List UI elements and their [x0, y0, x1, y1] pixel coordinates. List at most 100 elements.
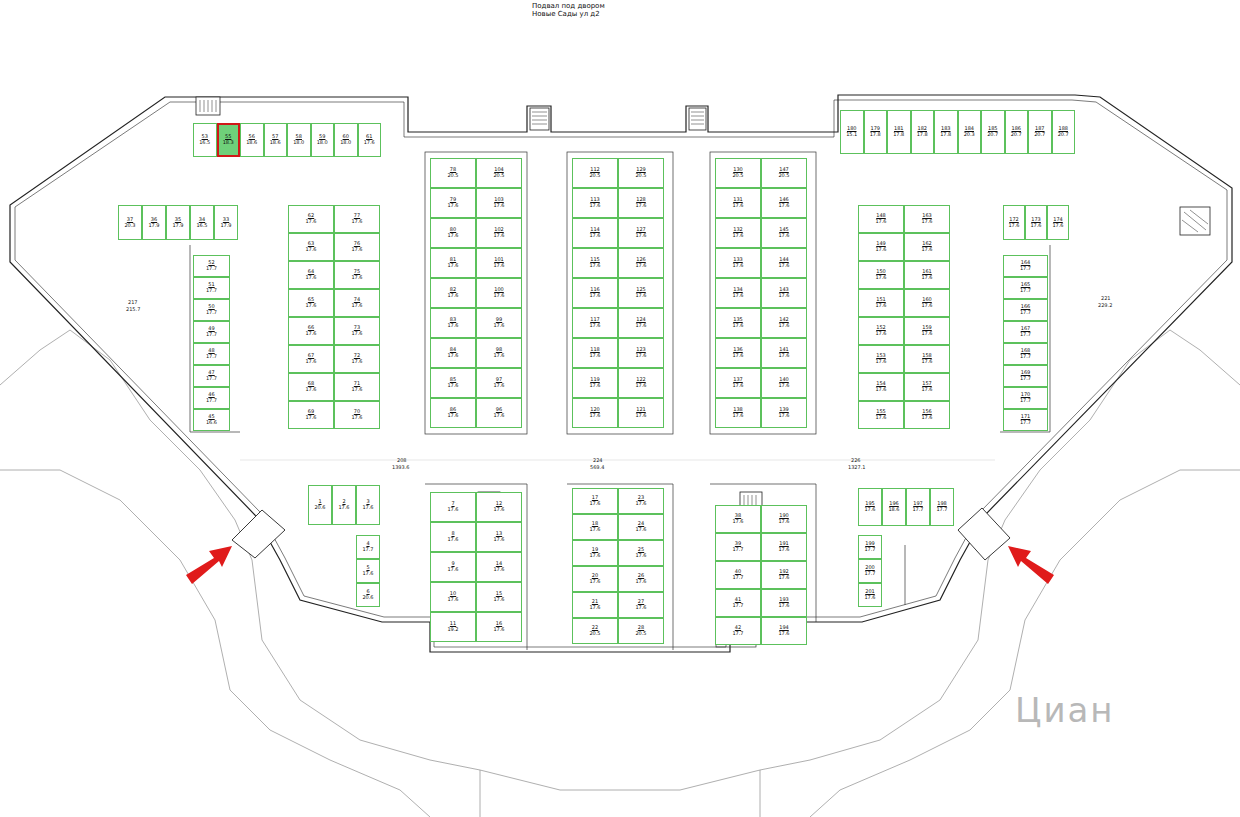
space-area: 17.6 [635, 323, 646, 329]
space-area: 17.7 [362, 547, 373, 553]
space-area: 15.1 [846, 132, 857, 138]
space-area: 20.6 [362, 595, 373, 601]
room-number: 221 [1101, 296, 1111, 302]
parking-space: 15617.6 [904, 401, 950, 429]
space-area: 18.0 [340, 140, 351, 146]
space-area: 17.6 [732, 233, 743, 239]
space-area: 17.6 [875, 387, 886, 393]
watermark: Циан [1015, 690, 1115, 730]
parking-space: 17317.6 [1025, 205, 1047, 240]
parking-space: 13517.6 [715, 308, 761, 338]
parking-space: 13020.5 [715, 158, 761, 188]
parking-space: 13817.6 [715, 398, 761, 428]
parking-space: 1817.6 [572, 514, 618, 540]
parking-space: 5217.7 [193, 255, 230, 277]
parking-space: 417.7 [356, 535, 380, 559]
parking-space: 18620.7 [1005, 110, 1029, 154]
parking-space: 9717.6 [476, 368, 522, 398]
parking-space: 19717.7 [906, 488, 930, 526]
parking-space: 3817.6 [715, 505, 761, 533]
parking-space: 8317.6 [430, 308, 476, 338]
parking-space: 517.6 [356, 559, 380, 583]
parking-space: 16817.7 [1003, 343, 1048, 365]
space-area: 17.8 [940, 132, 951, 138]
parking-space: 11617.6 [572, 278, 618, 308]
parking-space: 4917.7 [193, 321, 230, 343]
parking-space: 12617.6 [618, 248, 664, 278]
space-area: 17.9 [148, 223, 159, 229]
space-area: 17.6 [1030, 223, 1041, 229]
parking-space: 12217.6 [618, 368, 664, 398]
parking-space: 5918.0 [311, 123, 335, 157]
space-area: 17.6 [732, 203, 743, 209]
stair-steps [200, 100, 1208, 507]
space-area: 17.7 [1020, 310, 1031, 316]
parking-space: 13717.6 [715, 368, 761, 398]
space-area: 17.6 [778, 203, 789, 209]
space-area: 17.6 [447, 353, 458, 359]
parking-space: 4516.6 [193, 409, 230, 431]
stair-symbol [196, 97, 1210, 510]
parking-space: 11317.6 [572, 188, 618, 218]
parking-space: 4017.7 [715, 561, 761, 589]
space-area: 17.6 [447, 413, 458, 419]
space-area: 17.9 [172, 223, 183, 229]
parking-space: 5818.0 [287, 123, 311, 157]
parking-space: 7517.6 [334, 261, 380, 289]
parking-space: 917.6 [430, 552, 476, 582]
parking-space: 14117.6 [761, 338, 807, 368]
space-area: 17.6 [447, 597, 458, 603]
parking-space: 4717.7 [193, 365, 230, 387]
parking-space: 16617.7 [1003, 299, 1048, 321]
space-area: 20.7 [987, 132, 998, 138]
parking-space: 9617.6 [476, 398, 522, 428]
space-area: 20.6 [314, 505, 325, 511]
space-area: 17.6 [351, 331, 362, 337]
room-number: 208 [397, 458, 407, 464]
parking-space: 19618.6 [882, 488, 906, 526]
parking-space: 5518.3 [217, 123, 241, 157]
parking-space: 1417.6 [476, 552, 522, 582]
space-area: 17.6 [732, 519, 743, 525]
space-area: 17.6 [732, 353, 743, 359]
parking-space: 12920.5 [618, 158, 664, 188]
space-area: 17.7 [1020, 420, 1031, 426]
parking-space: 8217.6 [430, 278, 476, 308]
parking-space: 10420.5 [476, 158, 522, 188]
space-area: 18.6 [888, 507, 899, 513]
parking-space: 217.6 [332, 485, 356, 525]
space-area: 17.6 [364, 140, 375, 146]
space-area: 17.6 [778, 383, 789, 389]
space-area: 17.6 [589, 263, 600, 269]
space-area: 17.6 [351, 275, 362, 281]
space-area: 17.6 [447, 537, 458, 543]
parking-space: 16117.6 [904, 261, 950, 289]
space-area: 17.6 [351, 359, 362, 365]
space-area: 20.3 [964, 132, 975, 138]
space-area: 17.6 [778, 263, 789, 269]
space-area: 17.6 [921, 219, 932, 225]
space-area: 17.6 [875, 247, 886, 253]
parking-space: 2820.5 [618, 618, 664, 644]
parking-space: 6917.6 [288, 401, 334, 429]
room-area: 569.4 [590, 465, 604, 471]
space-area: 17.6 [875, 303, 886, 309]
space-area: 17.6 [447, 567, 458, 573]
space-area: 17.6 [351, 387, 362, 393]
space-area: 17.7 [206, 354, 217, 360]
space-area: 17.7 [1020, 354, 1031, 360]
parking-space: 16417.7 [1003, 255, 1048, 277]
space-area: 17.6 [635, 501, 646, 507]
parking-space: 11220.5 [572, 158, 618, 188]
space-area: 17.6 [635, 527, 646, 533]
space-area: 17.6 [778, 353, 789, 359]
parking-space: 1717.6 [572, 488, 618, 514]
room-number: 224 [593, 458, 603, 464]
space-area: 17.6 [778, 293, 789, 299]
parking-space: 6018.0 [334, 123, 358, 157]
space-area: 17.6 [921, 303, 932, 309]
space-area: 17.7 [732, 547, 743, 553]
space-area: 17.6 [732, 383, 743, 389]
parking-space: 13217.6 [715, 218, 761, 248]
parking-space: 14917.6 [858, 233, 904, 261]
